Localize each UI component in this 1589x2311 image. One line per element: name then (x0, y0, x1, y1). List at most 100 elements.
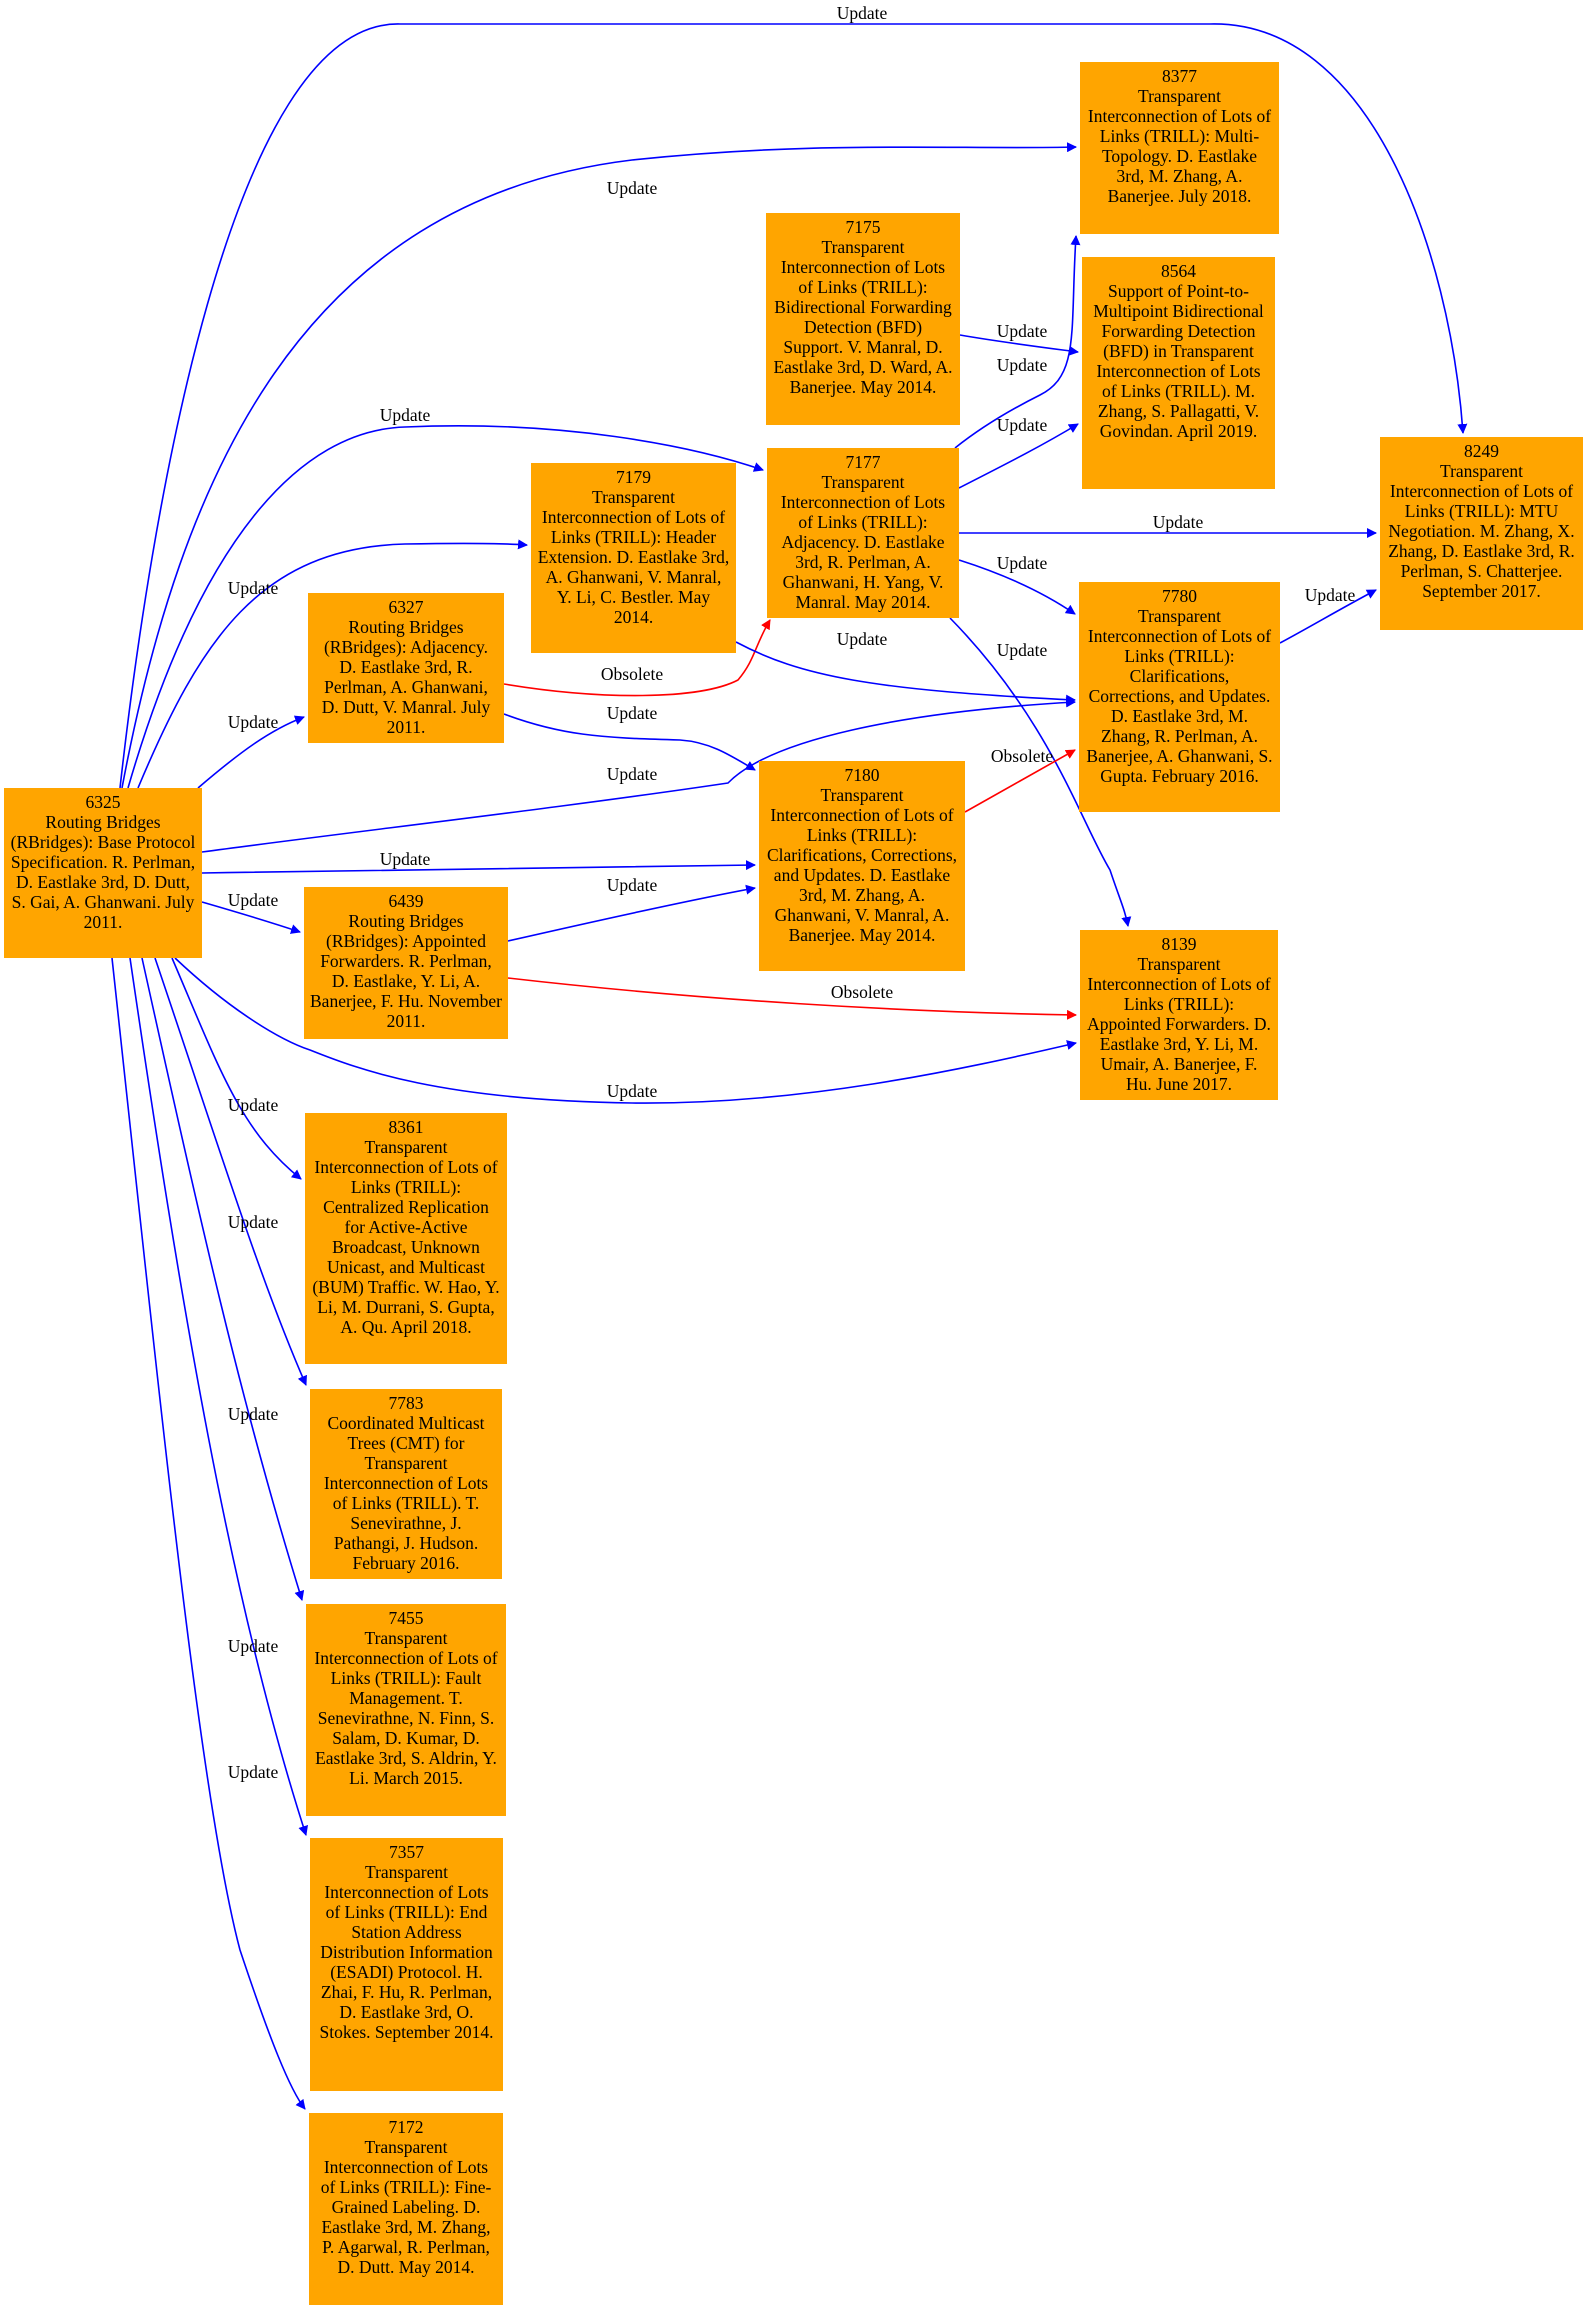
edge-7179-to-7780 (735, 641, 1076, 705)
edge-7175-to-8564 (959, 334, 1079, 356)
edge-label-7177-to-8139: Update (997, 640, 1048, 660)
edge-6325-to-8377 (121, 142, 1077, 789)
rfc-number: 7780 (1162, 586, 1197, 606)
rfc-title: Transparent Interconnection of Lots of L… (312, 1137, 500, 1337)
rfc-title: Transparent Interconnection of Lots of L… (1087, 86, 1272, 206)
edges-layer (111, 23, 1468, 2110)
edge-6325-to-7357 (129, 957, 308, 1836)
edge-6439-to-7180 (507, 884, 756, 942)
edge-6325-to-7780 (201, 697, 1076, 853)
rfc-number: 8139 (1161, 934, 1197, 954)
edge-label-6325-to-8361: Update (228, 1095, 279, 1115)
edge-7177-to-8139 (949, 617, 1132, 927)
rfc-number: 8564 (1161, 261, 1196, 281)
edge-label-6439-to-8139: Obsolete (831, 982, 893, 1002)
edge-label-6325-to-7357: Update (228, 1636, 279, 1656)
edge-6439-to-8139 (507, 977, 1077, 1020)
edge-label-6439-to-7180: Update (607, 875, 658, 895)
rfc-number: 6439 (388, 891, 424, 911)
rfc-number: 7357 (389, 1842, 424, 1862)
rfc-title: Transparent Interconnection of Lots of L… (1086, 606, 1273, 786)
rfc-title: Transparent Interconnection of Lots of L… (773, 237, 953, 397)
edge-6325-to-8361 (171, 957, 302, 1180)
rfc-title: Transparent Interconnection of Lots of L… (314, 1628, 498, 1788)
edge-6325-to-7172 (111, 957, 306, 2110)
edge-label-6327-to-7177: Obsolete (601, 664, 663, 684)
rfc-title: Routing Bridges (RBridges): Adjacency. D… (321, 617, 491, 737)
rfc-title: Routing Bridges (RBridges): Base Protoco… (10, 812, 196, 932)
edge-label-7177-to-8564: Update (997, 415, 1048, 435)
edge-6327-to-7180 (503, 713, 756, 771)
edge-6325-to-7783 (154, 957, 307, 1386)
edge-label-6325-to-7455: Update (228, 1404, 279, 1424)
edge-label-6325-to-7179: Update (228, 578, 279, 598)
rfc-title: Transparent Interconnection of Lots of L… (780, 472, 946, 612)
rfc-title: Transparent Interconnection of Lots of L… (1087, 954, 1271, 1094)
edge-6325-to-6439 (201, 901, 301, 934)
edge-6325-to-7177 (127, 425, 764, 789)
edge-label-7180-to-7780: Obsolete (991, 746, 1053, 766)
rfc-title: Transparent Interconnection of Lots of L… (766, 785, 958, 945)
rfc-number: 6325 (85, 792, 121, 812)
edge-label-6327-to-7180: Update (607, 703, 658, 723)
rfc-number: 7783 (388, 1393, 424, 1413)
rfc-number: 7455 (388, 1608, 424, 1628)
rfc-number: 7172 (388, 2117, 424, 2137)
edge-7177-to-7780 (958, 559, 1076, 615)
rfc-title: Support of Point-to-Multipoint Bidirecti… (1093, 281, 1264, 441)
rfc-title: Transparent Interconnection of Lots of L… (537, 487, 730, 627)
edge-6325-to-8249 (119, 23, 1468, 789)
edge-label-6325-to-8139: Update (607, 1081, 658, 1101)
edge-7177-to-8564 (958, 423, 1079, 489)
edge-7180-to-7780 (964, 749, 1076, 813)
edge-label-6325-to-7180: Update (380, 849, 431, 869)
edge-labels-layer: UpdateUpdateUpdateUpdateUpdateUpdateUpda… (228, 3, 1356, 1782)
rfc-number: 7177 (845, 452, 881, 472)
edge-label-7177-to-7780: Update (997, 553, 1048, 573)
edge-6327-to-7177 (503, 619, 771, 697)
edge-6325-to-7455 (141, 957, 305, 1601)
rfc-number: 8377 (1162, 66, 1197, 86)
edge-label-7179-to-7780: Update (837, 629, 888, 649)
edge-label-7177-to-8377: Update (997, 355, 1048, 375)
edge-label-6325-to-7783: Update (228, 1212, 279, 1232)
edge-6325-to-7180 (201, 860, 756, 874)
rfc-number: 8249 (1464, 441, 1499, 461)
edge-label-6325-to-8249: Update (837, 3, 888, 23)
edge-label-6325-to-7172: Update (228, 1762, 279, 1782)
edge-label-6325-to-7177: Update (380, 405, 431, 425)
edge-label-7177-to-8249: Update (1153, 512, 1204, 532)
edge-7177-to-8377 (954, 235, 1081, 449)
rfc-number: 7175 (845, 217, 881, 237)
edge-6325-to-7179 (137, 539, 528, 789)
rfc-title: Transparent Interconnection of Lots of L… (319, 1862, 494, 2042)
edge-label-6325-to-8377: Update (607, 178, 658, 198)
rfc-number: 6327 (388, 597, 424, 617)
edge-7780-to-8249 (1279, 589, 1377, 644)
rfc-title: Coordinated Multicast Trees (CMT) for Tr… (323, 1413, 489, 1573)
edge-6325-to-6327 (197, 715, 305, 789)
rfc-title: Transparent Interconnection of Lots of L… (1388, 461, 1575, 601)
edge-6325-to-8139 (174, 957, 1077, 1104)
rfc-number: 8361 (388, 1117, 424, 1137)
edge-label-7780-to-8249: Update (1305, 585, 1356, 605)
edge-label-6325-to-6439: Update (228, 890, 279, 910)
edge-label-6325-to-6327: Update (228, 712, 279, 732)
rfc-title: Transparent Interconnection of Lots of L… (320, 2137, 492, 2277)
edge-label-6325-to-7780: Update (607, 764, 658, 784)
